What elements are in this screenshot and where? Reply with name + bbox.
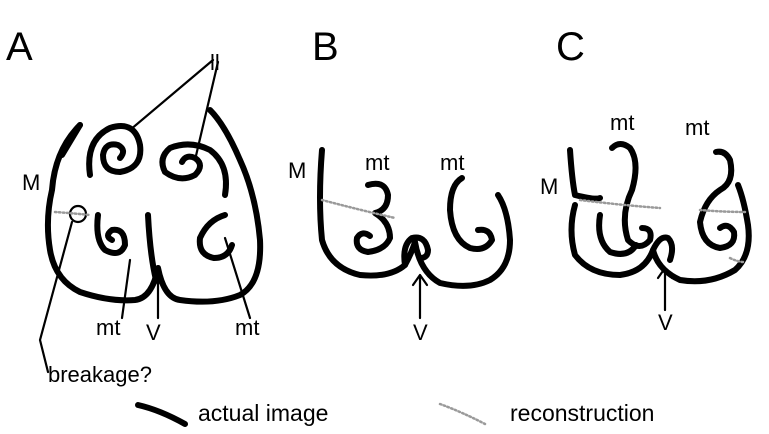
panel-a-outer-outline (44, 107, 264, 305)
panel-a-mt-right-pointer (223, 236, 252, 320)
panel-a-septum (145, 212, 159, 283)
panel-a-right-hook (196, 212, 235, 261)
panel-c-label-v: V (658, 310, 673, 335)
panel-c-label-mt-left: mt (610, 110, 634, 135)
panel-c-left-spiral (596, 212, 639, 257)
panel-c-right-hook (697, 148, 738, 251)
panel-c-reconstruction-1 (578, 198, 662, 210)
panel-a-label-breakage: breakage? (48, 362, 152, 387)
panel-b-label-m: M (288, 158, 306, 183)
panel-a-label-m: M (22, 170, 40, 195)
panel-a-label-mt-left: mt (96, 315, 120, 340)
panel-a-m-line (59, 122, 83, 158)
legend-actual-swatch (135, 402, 188, 427)
panel-a: A ll M mt mt V breakage? (6, 25, 264, 387)
panel-c-reconstruction-2 (698, 208, 747, 214)
panel-b-right-hook (447, 175, 495, 252)
panel-a-left-spiral (86, 123, 144, 178)
panel-b-label-mt-right: mt (440, 150, 464, 175)
panel-b-letter: B (312, 25, 339, 69)
legend-actual-label: actual image (198, 400, 328, 426)
panel-c-v-arrow (656, 266, 674, 312)
legend-reconstruction-swatch (438, 402, 487, 426)
panel-c-label-m: M (540, 174, 558, 199)
panel-c-letter: C (556, 25, 585, 69)
panel-b: B M mt mt V (288, 25, 513, 345)
panel-a-ll-pointer-1 (128, 58, 215, 132)
panel-a-label-v: V (146, 320, 161, 345)
panel-b-central-loop (401, 234, 431, 268)
panel-b-label-mt-left: mt (365, 150, 389, 175)
panel-a-label-ll: ll (210, 50, 220, 75)
panel-b-outer-outline (317, 147, 513, 289)
panel-a-ll-pointer-2 (193, 60, 220, 162)
panel-a-letter: A (6, 25, 33, 69)
panel-c-label-mt-right: mt (685, 115, 709, 140)
legend-reconstruction-label: reconstruction (510, 400, 654, 426)
panel-a-label-mt-right: mt (235, 315, 259, 340)
panel-a-right-spiral (159, 141, 229, 198)
panel-a-mt-left-pointer (120, 258, 132, 320)
panel-b-label-v: V (413, 320, 428, 345)
panel-c: C M mt mt V (540, 25, 752, 335)
panel-a-reconstruction (53, 210, 92, 217)
panel-c-center-notch (650, 234, 676, 263)
panel-a-breakage-leader (38, 220, 74, 374)
panel-b-reconstruction (320, 198, 397, 220)
legend: actual image reconstruction (135, 400, 654, 427)
panel-a-left-hook (94, 212, 128, 257)
panel-b-v-arrow (411, 273, 429, 320)
panel-b-left-hook (353, 180, 393, 255)
panel-c-outer-outline (567, 147, 752, 285)
panel-a-v-arrow (149, 278, 167, 320)
panel-c-left-hook (609, 141, 654, 249)
panel-c-reconstruction-3 (728, 256, 746, 264)
